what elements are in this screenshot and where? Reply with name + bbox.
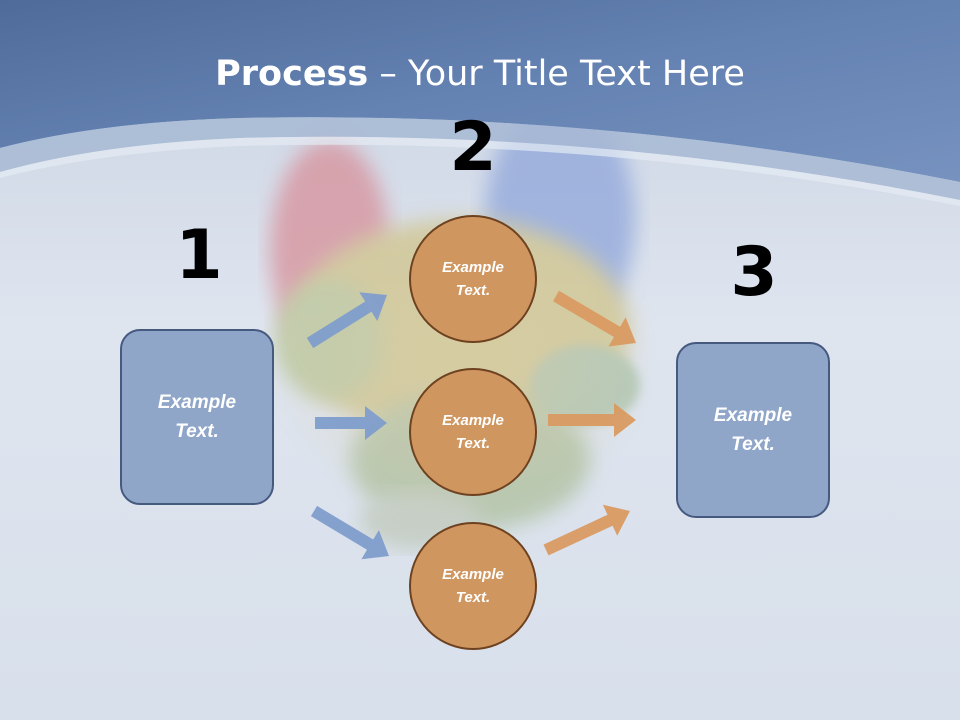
step-1-text: Example Text. [157, 392, 237, 442]
arrow-1-to-top-icon [306, 292, 387, 349]
header-swoosh [0, 117, 960, 200]
step-2-circle-bottom-text: Example Text. [442, 566, 504, 606]
arrow-bottom-to-3-icon [543, 504, 630, 556]
step-2-circle-top: Example Text. [409, 215, 537, 343]
step-1-number: 1 [175, 216, 223, 295]
step-2-circle-middle-text: Example Text. [442, 412, 504, 452]
slide-title: Process – Your Title Text Here [0, 52, 960, 96]
step-2-circle-bottom: Example Text. [409, 522, 537, 650]
step-2-number: 2 [449, 108, 497, 187]
step-3-text: Example Text. [713, 405, 793, 455]
arrow-middle-to-3-icon [548, 403, 636, 437]
header-swoosh-highlight [0, 136, 960, 206]
flow-arrows [306, 290, 636, 560]
step-2-circle-top-text: Example Text. [442, 259, 504, 299]
arrow-1-to-middle-icon [315, 406, 387, 440]
header-band [0, 0, 960, 182]
title-rest: Your Title Text Here [407, 54, 745, 94]
arrow-top-to-3-icon [553, 290, 636, 347]
arrow-1-to-bottom-icon [310, 505, 389, 560]
title-bold: Process [215, 54, 369, 94]
step-3-number: 3 [730, 233, 778, 312]
step-3-box: Example Text. [676, 342, 830, 518]
step-1-box: Example Text. [120, 329, 274, 505]
title-separator: – [368, 54, 408, 94]
step-2-circle-middle: Example Text. [409, 368, 537, 496]
